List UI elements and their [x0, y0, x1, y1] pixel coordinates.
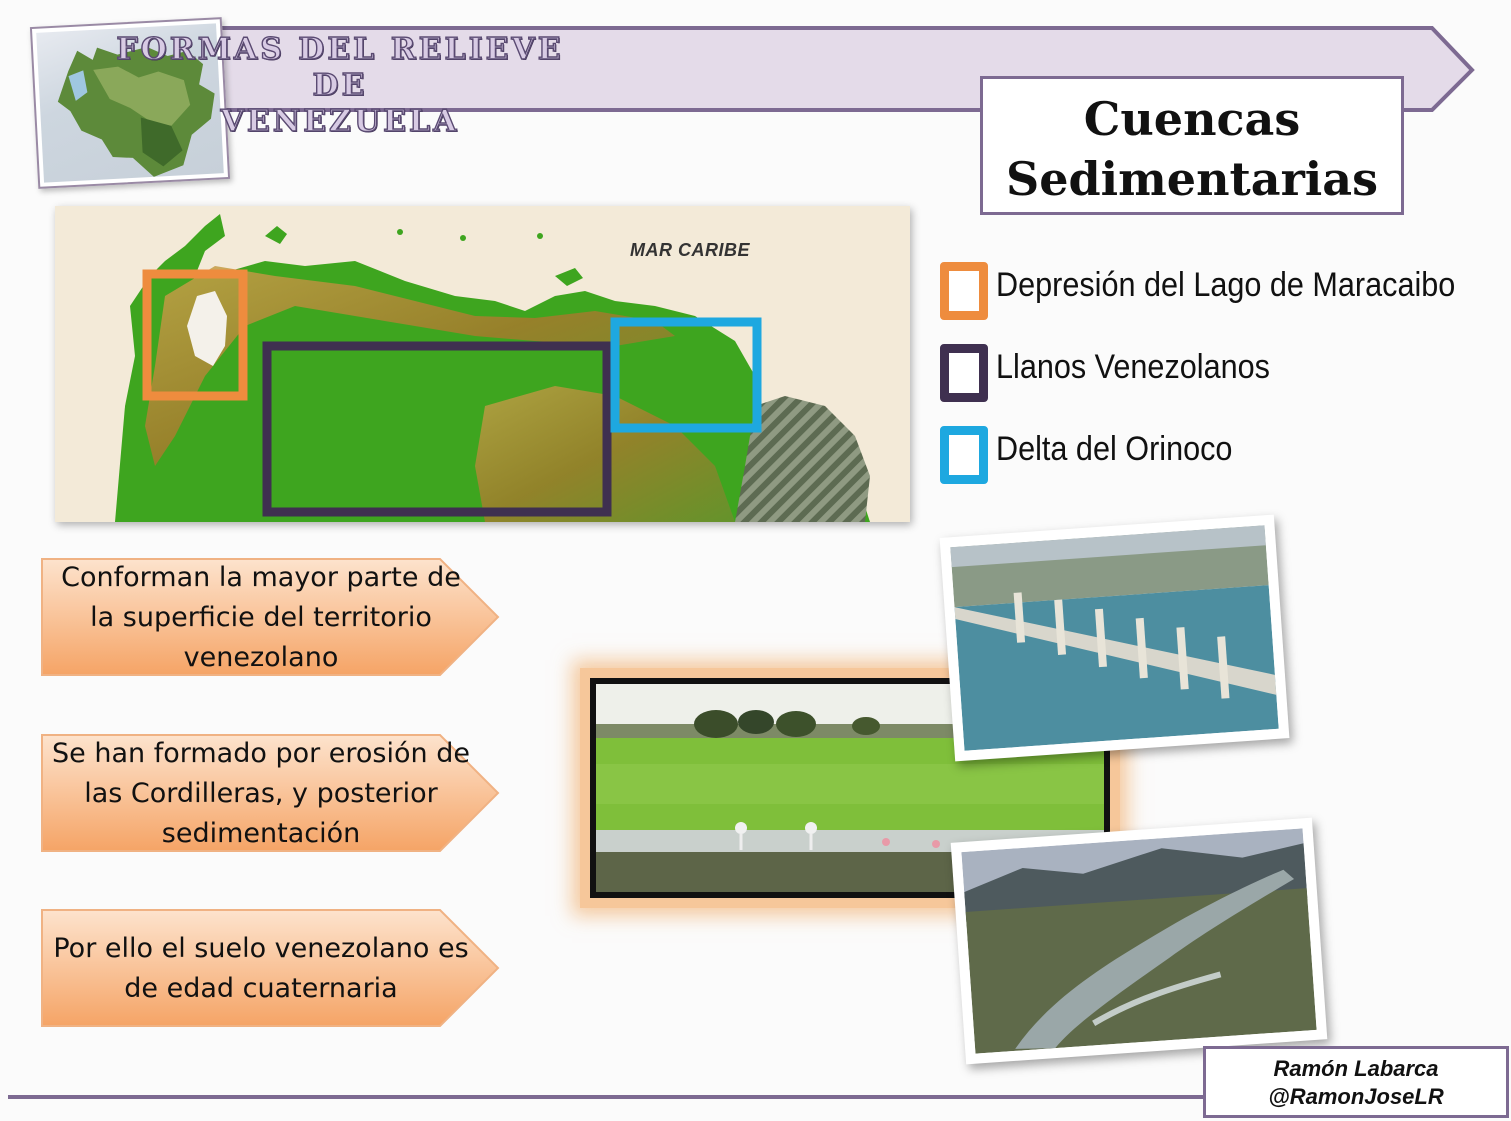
banner-title-line2: VENEZUELA [220, 103, 460, 139]
venezuela-relief-thumbnail [29, 17, 231, 189]
fact-text: Se han formado por erosión de las Cordil… [52, 738, 470, 849]
fact-arrow-2: Se han formado por erosión de las Cordil… [40, 733, 502, 855]
author-handle: @RamonJoseLR [1268, 1084, 1444, 1109]
legend-label: Delta del Orinoco [996, 430, 1233, 468]
fact-text: Por ello el suelo venezolano es de edad … [53, 933, 469, 1004]
map-drawing [55, 206, 870, 522]
slide-title-box: Cuencas Sedimentarias [980, 76, 1404, 215]
fact-arrow-1: Conforman la mayor parte de la superfici… [40, 557, 502, 679]
venezuela-relief-map: MAR CARIBE [55, 206, 910, 522]
map-sea-label: MAR CARIBE [630, 240, 750, 260]
legend-swatch-purple [940, 344, 988, 402]
legend-item-llanos: Llanos Venezolanos [940, 340, 1500, 402]
banner-title: FORMAS DEL RELIEVE DE VENEZUELA [110, 31, 570, 140]
legend-item-maracaibo: Depresión del Lago de Maracaibo [940, 258, 1500, 320]
legend-item-delta: Delta del Orinoco [940, 422, 1500, 484]
slide-title-line2: Sedimentarias [1006, 152, 1378, 206]
author-name: Ramón Labarca [1273, 1056, 1439, 1081]
banner-title-line1: FORMAS DEL RELIEVE DE [116, 31, 564, 103]
legend-label: Depresión del Lago de Maracaibo [996, 266, 1456, 304]
maracaibo-bridge-photo [939, 514, 1290, 762]
orinoco-delta-photo [950, 817, 1328, 1065]
author-credit: Ramón Labarca @RamonJoseLR [1203, 1046, 1509, 1118]
legend-swatch-blue [940, 426, 988, 484]
footer-line [8, 1095, 1203, 1099]
legend-label: Llanos Venezolanos [996, 348, 1270, 386]
fact-arrow-3: Por ello el suelo venezolano es de edad … [40, 908, 502, 1030]
slide-title-line1: Cuencas [1083, 92, 1301, 146]
legend-swatch-orange [940, 262, 988, 320]
fact-text: Conforman la mayor parte de la superfici… [61, 562, 461, 673]
